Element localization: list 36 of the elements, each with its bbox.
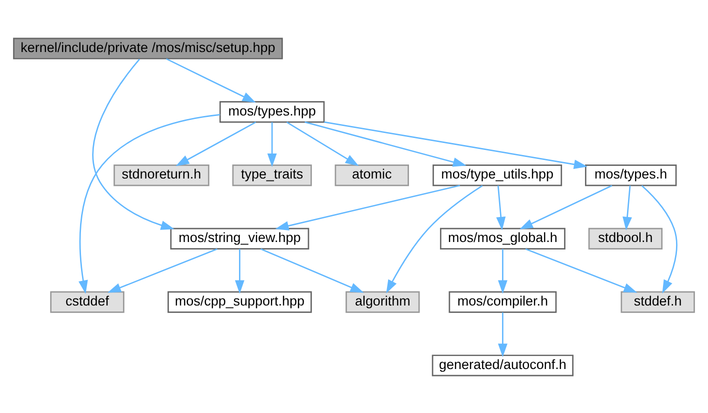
arrow — [304, 120, 466, 166]
arrow — [498, 248, 508, 294]
arrow — [166, 58, 256, 102]
arrow — [622, 185, 632, 230]
node-box: stddef.h — [620, 290, 695, 312]
node-box: atomic — [334, 164, 409, 186]
arrow — [641, 184, 678, 293]
arrow — [92, 58, 174, 230]
arrow — [525, 248, 638, 292]
node-box: mos/types.hpp — [219, 100, 325, 122]
node-box: kernel/include/private /mos/misc/setup.hpp — [13, 37, 283, 59]
node-box: cstddef — [50, 290, 124, 312]
node-box: stdnoreturn.h — [114, 164, 210, 186]
arrow — [496, 185, 506, 230]
node-box: algorithm — [346, 290, 420, 312]
node-box: mos/types.h — [585, 164, 677, 186]
arrow — [386, 184, 483, 293]
node-box: mos/cpp_support.hpp — [168, 290, 312, 312]
arrow — [498, 312, 508, 357]
node-box: type_traits — [232, 164, 312, 186]
arrow — [324, 120, 588, 169]
node-box: stdbool.h — [588, 227, 663, 249]
node-box: mos/mos_global.h — [440, 227, 566, 249]
node-box: mos/type_utils.hpp — [432, 164, 562, 186]
arrow — [176, 121, 256, 166]
arrow — [260, 248, 364, 292]
arrow — [519, 184, 612, 229]
node-box: mos/string_view.hpp — [170, 227, 310, 249]
arrow — [107, 248, 218, 292]
arrow — [78, 113, 220, 294]
node-box: mos/compiler.h — [448, 290, 557, 312]
arrow — [275, 184, 460, 230]
arrow — [234, 248, 244, 294]
arrow — [286, 121, 359, 166]
node-box: generated/autoconf.h — [432, 354, 574, 376]
arrow — [267, 122, 277, 166]
